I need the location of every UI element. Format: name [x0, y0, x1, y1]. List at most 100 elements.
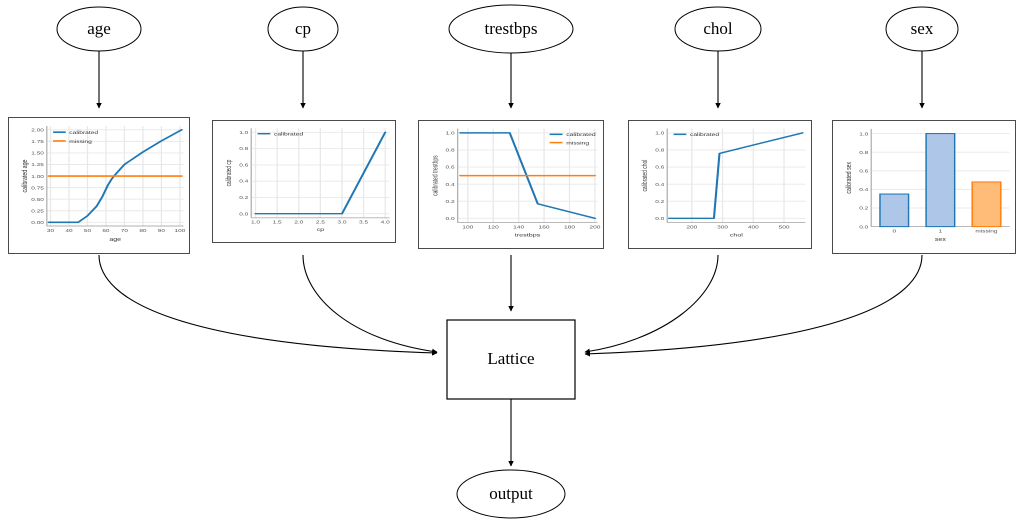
- bar-missing: [971, 181, 1002, 228]
- x-tick-label: 80: [139, 229, 146, 234]
- x-tick-label: 300: [717, 225, 728, 230]
- y-tick-label: 1.00: [31, 174, 44, 179]
- y-tick-label: 0.4: [445, 183, 454, 188]
- y-tick-label: 0.4: [655, 183, 664, 188]
- x-tick-label: 3.5: [359, 220, 368, 225]
- x-tick-label: 160: [539, 225, 550, 230]
- node-cp[interactable]: cp: [267, 6, 339, 52]
- x-tick-label: missing: [975, 229, 997, 234]
- legend-item-calibrated: calibrated: [53, 131, 98, 136]
- y-tick-label: 1.25: [31, 163, 44, 168]
- y-tick-label: 0.4: [859, 188, 869, 193]
- bar-1: [925, 133, 956, 228]
- x-tick-label: 120: [488, 225, 499, 230]
- y-tick-label: 1.75: [31, 140, 44, 145]
- edge-cpplot-to-lattice: [302, 254, 438, 355]
- y-tick-label: 0.0: [445, 217, 454, 222]
- node-output[interactable]: output: [456, 469, 566, 519]
- x-tick-label: 30: [47, 229, 54, 234]
- node-output-label: output: [489, 484, 533, 503]
- bar-0: [879, 193, 910, 228]
- y-tick-label: 0.0: [655, 217, 664, 222]
- y-tick-label: 0.8: [239, 147, 248, 152]
- y-tick-label: 1.0: [445, 131, 454, 136]
- x-tick-label: 40: [65, 229, 72, 234]
- x-tick-label: 2.5: [316, 220, 325, 225]
- y-tick-label: 1.0: [655, 131, 664, 136]
- y-tick-label: 0.8: [859, 151, 868, 156]
- x-tick-label: 50: [84, 229, 91, 234]
- y-tick-label: 0.75: [31, 186, 44, 191]
- y-tick-label: 0.2: [239, 196, 248, 201]
- node-age[interactable]: age: [56, 6, 142, 52]
- legend-item-missing: missing: [53, 139, 92, 145]
- node-chol[interactable]: chol: [674, 6, 762, 52]
- y-axis-label: calibrated age: [21, 159, 29, 192]
- x-tick-label: 180: [564, 225, 575, 230]
- y-tick-label: 0.8: [655, 148, 664, 153]
- node-trestbps[interactable]: trestbps: [448, 4, 574, 54]
- node-sex[interactable]: sex: [885, 6, 959, 52]
- series-calibrated: [459, 132, 596, 220]
- x-tick-label: 200: [589, 225, 600, 230]
- y-tick-label: 0.6: [859, 169, 868, 174]
- x-tick-label: 1.0: [251, 220, 260, 225]
- x-tick-label: 2.0: [294, 220, 303, 225]
- x-tick-label: 1.5: [273, 220, 282, 225]
- legend-label-calibrated: calibrated: [69, 131, 98, 136]
- legend-label-calibrated: calibrated: [566, 133, 595, 138]
- x-tick-label: 400: [748, 225, 759, 230]
- node-lattice[interactable]: Lattice: [446, 319, 576, 400]
- y-axis-label: calibrated chol: [641, 160, 649, 192]
- legend-item-calibrated: calibrated: [673, 133, 719, 138]
- y-tick-label: 1.0: [859, 132, 868, 137]
- x-axis-label: age: [109, 237, 121, 243]
- y-tick-label: 0.2: [655, 200, 664, 205]
- legend-label-missing: missing: [566, 141, 589, 146]
- x-axis-label: cp: [317, 228, 325, 233]
- x-tick-label: 140: [513, 225, 524, 230]
- y-tick-label: 0.4: [239, 180, 248, 185]
- node-age-label: age: [87, 19, 111, 38]
- node-cp-label: cp: [295, 19, 311, 38]
- y-tick-label: 0.00: [31, 221, 44, 226]
- x-tick-label: 3.0: [337, 220, 346, 225]
- x-axis-label: chol: [730, 233, 743, 239]
- legend-label-missing: missing: [69, 139, 92, 144]
- legend-item-calibrated: calibrated: [257, 132, 303, 137]
- x-tick-label: 0: [892, 229, 896, 234]
- node-trestbps-label: trestbps: [485, 19, 538, 38]
- y-tick-label: 1.0: [239, 131, 248, 136]
- x-axis-label: trestbps: [515, 233, 540, 239]
- y-tick-label: 0.6: [655, 165, 664, 170]
- y-tick-label: 0.2: [859, 206, 868, 211]
- x-tick-label: 90: [158, 229, 165, 234]
- y-tick-label: 0.25: [31, 209, 44, 214]
- series-calibrated: [668, 132, 804, 220]
- y-tick-label: 0.2: [445, 200, 454, 205]
- series-calibrated: [254, 131, 387, 215]
- node-sex-label: sex: [911, 19, 934, 38]
- legend-label-calibrated: calibrated: [690, 133, 719, 138]
- x-tick-label: 1: [939, 229, 943, 234]
- x-tick-label: 500: [779, 225, 790, 230]
- x-tick-label: 70: [121, 229, 128, 234]
- x-tick-label: 100: [462, 225, 473, 230]
- legend-item-calibrated: calibrated: [549, 133, 596, 138]
- x-tick-label: 4.0: [381, 220, 390, 225]
- y-axis-label: calibrated trestbps: [432, 155, 440, 195]
- y-tick-label: 0.0: [859, 225, 868, 230]
- legend-item-missing: missing: [549, 141, 589, 146]
